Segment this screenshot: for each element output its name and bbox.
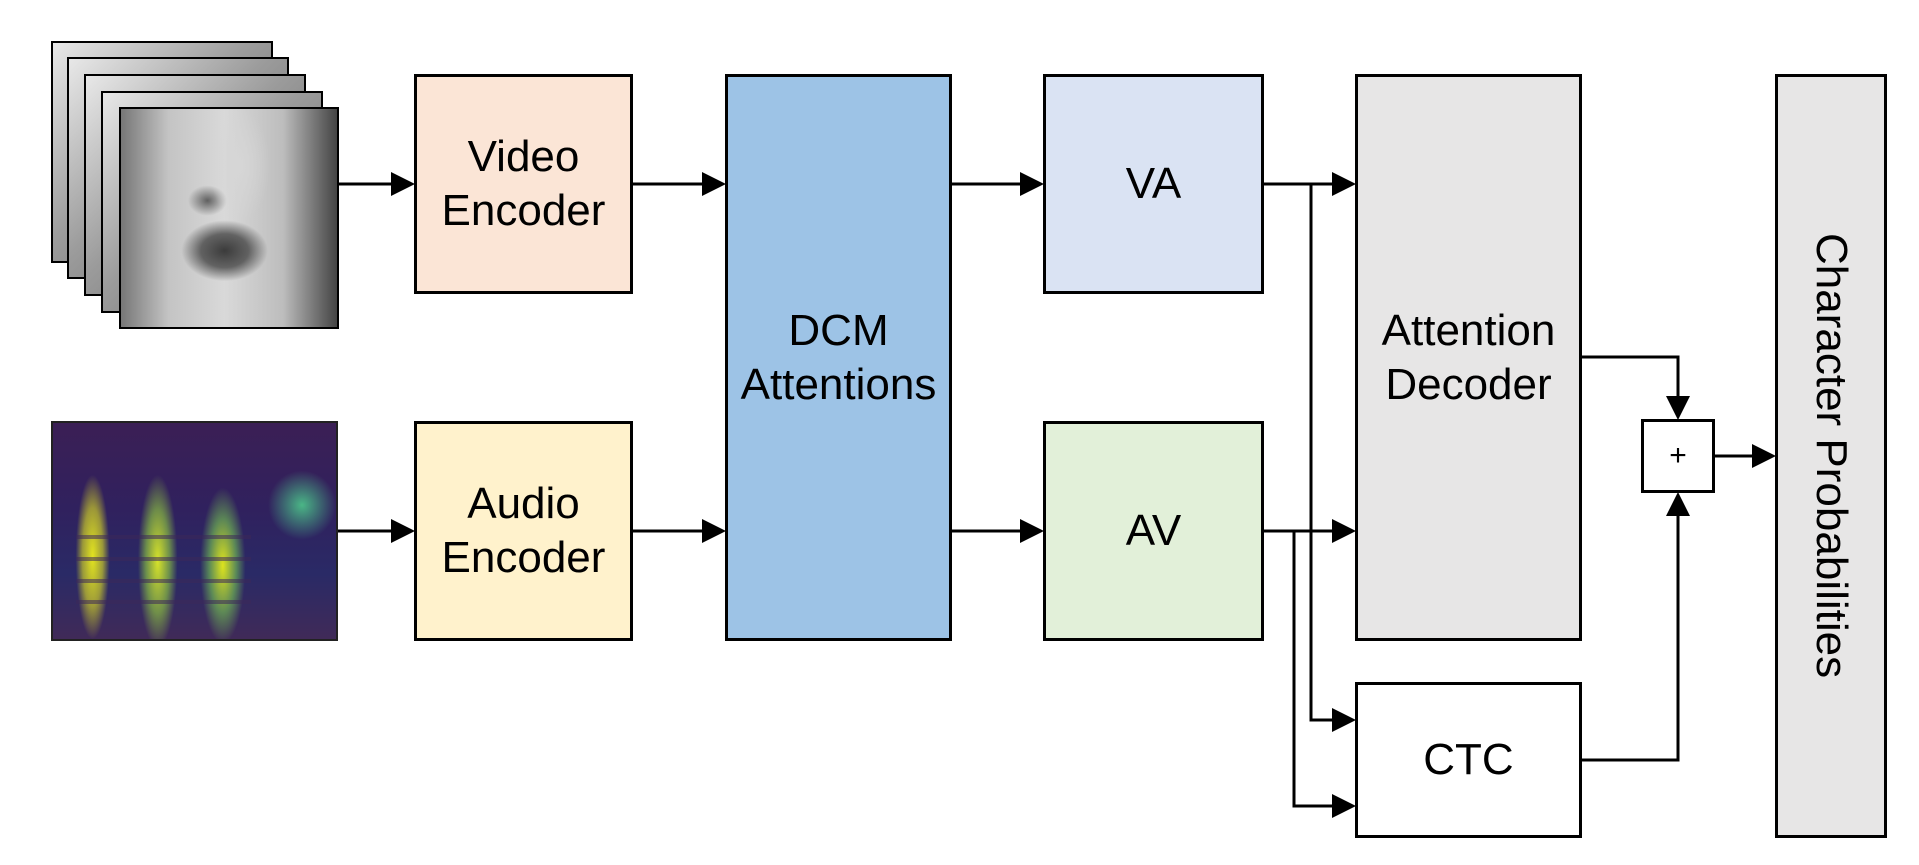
av-label: AV [1125,506,1182,555]
video-encoder-block: Video Encoder [414,74,633,294]
dcm-attentions-label: DCM Attentions [740,305,937,409]
plus-icon: + [1669,439,1687,472]
attention-decoder-block: Attention Decoder [1355,74,1582,641]
arrow-ctc-to-sum [1582,492,1690,762]
mouth-video-frame [119,107,339,329]
ctc-block: CTC [1355,682,1582,838]
av-block: AV [1043,421,1264,641]
audio-spectrogram-input [51,421,338,641]
audio-encoder-label: Audio Encoder [441,479,606,582]
va-label: VA [1125,159,1182,208]
arrow-decoder-to-sum [1582,355,1690,420]
character-probabilities-block: Character Probabilities [1775,74,1887,838]
arrow-av-to-ctc [1292,531,1356,818]
dcm-attentions-block: DCM Attentions [725,74,952,641]
arrow-va-to-ctc [1309,184,1356,732]
audio-encoder-block: Audio Encoder [414,421,633,641]
character-probabilities-label: Character Probabilities [1807,233,1856,679]
attention-decoder-label: Attention Decoder [1381,305,1556,409]
video-encoder-label: Video Encoder [441,132,606,235]
ctc-label: CTC [1423,735,1514,784]
va-block: VA [1043,74,1264,294]
sum-node: + [1641,419,1715,493]
